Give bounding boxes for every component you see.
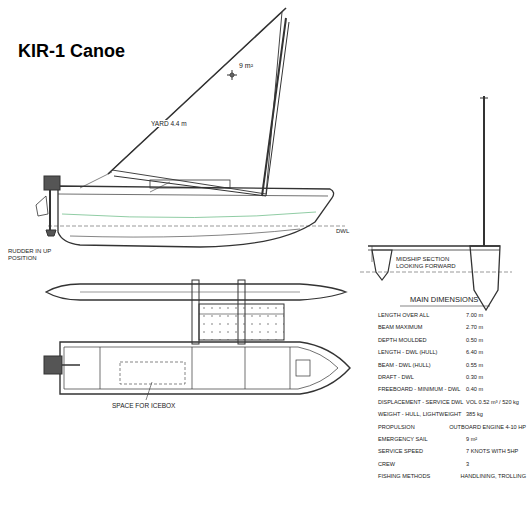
table-heading: MAIN DIMENSIONS (410, 296, 478, 304)
sail-area: 9 m² (238, 62, 254, 70)
plan-view (44, 280, 350, 400)
dimension-value: 2.70 m (466, 324, 483, 330)
dimension-name: LENGTH OVER ALL (378, 312, 429, 318)
dimension-value: 6.40 m (466, 349, 483, 355)
dimension-value: OUTBOARD ENGINE 4-10 HP (449, 424, 526, 430)
rudder-note: RUDDER IN UP POSITION (8, 248, 68, 261)
dimension-name: WEIGHT - HULL, LIGHTWEIGHT (378, 411, 462, 417)
dimension-name: EMERGENCY SAIL (378, 436, 428, 442)
dimension-value: VOL 0.52 m³ / 520 kg (466, 399, 519, 405)
dimension-name: BEAM MAXIMUM (378, 324, 422, 330)
dimension-value: 3 (466, 461, 469, 467)
dimension-name: FISHING METHODS (378, 473, 430, 479)
dimension-value: 385 kg (466, 411, 483, 417)
dimension-name: LENGTH - DWL (HULL) (378, 349, 437, 355)
dimension-value: 0.55 m (466, 362, 483, 368)
dimension-value: 0.30 m (466, 374, 483, 380)
drawing-title: KIR-1 Canoe (18, 42, 125, 62)
dimension-name: DISPLACEMENT - SERVICE DWL (378, 399, 463, 405)
dimension-name: DEPTH MOULDED (378, 337, 426, 343)
icebox-note: SPACE FOR ICEBOX (112, 402, 175, 409)
dimension-value: 9 m² (466, 436, 477, 442)
section-title: MIDSHIP SECTION LOOKING FORWARD (396, 256, 464, 269)
dimension-name: BEAM - DWL (HULL) (378, 362, 431, 368)
midship-section (360, 96, 512, 310)
dimension-value: HANDLINING, TROLLING (461, 473, 526, 479)
dimension-name: SERVICE SPEED (378, 448, 423, 454)
dimension-value: 0.50 m (466, 337, 483, 343)
table-rule (400, 306, 490, 307)
dimension-name: DRAFT - DWL (378, 374, 414, 380)
dimension-name: FREEBOARD - MINIMUM - DWL (378, 386, 460, 392)
waterline-mark: DWL (336, 228, 349, 235)
dimension-value: 0.40 m (466, 386, 483, 392)
dimension-name: CREW (378, 461, 395, 467)
dimension-value: 7.00 m (466, 312, 483, 318)
dimension-name: PROPULSION (378, 424, 415, 430)
yard-length: YARD 4.4 m (150, 120, 188, 127)
dimension-value: 7 KNOTS WITH 5HP (466, 448, 518, 454)
